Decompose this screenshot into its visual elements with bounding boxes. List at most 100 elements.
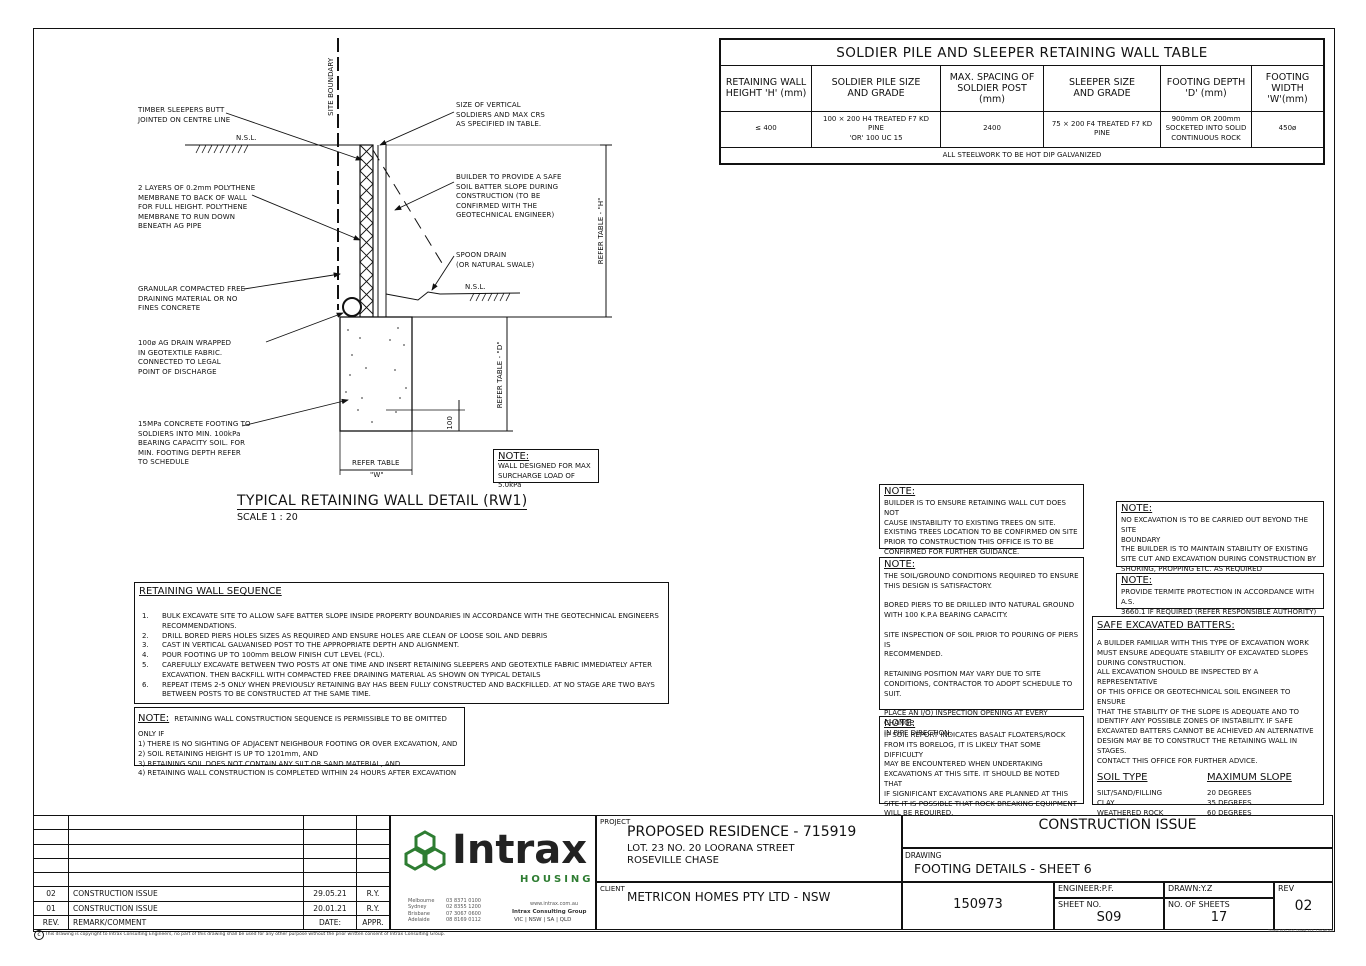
revision-remark: CONSTRUCTION ISSUE [68,900,304,916]
project-title: PROPOSED RESIDENCE - 715919 [627,824,857,840]
wall-table-header: FOOTING DEPTH 'D' (mm) [1160,65,1252,112]
date-head: DATE: [303,914,357,931]
granular-label: GRANULAR COMPACTED FREE DRAINING MATERIA… [138,285,246,313]
sequence-item: 2. DRILL BORED PIERS HOLES SIZES AS REQUI… [142,632,662,642]
nsl-left-label: N.S.L. [236,134,257,142]
revision-row: 02 CONSTRUCTION ISSUE 29.05.21 R.Y. [33,886,390,902]
intrax-logo-icon [404,830,446,871]
revision-number: 01 [33,900,69,916]
revision-date: 29.05.21 [303,886,357,902]
logo-sub: HOUSING [520,874,594,885]
office-phones: 03 8371 0100 02 8355 1200 07 3067 0600 0… [446,898,481,924]
website-link[interactable]: www.intrax.com.au [530,901,579,907]
sequence-text: CAREFULLY EXCAVATE BETWEEN TWO POSTS AT … [162,660,652,679]
revision-header-row: REV. REMARK/COMMENT DATE: APPR. [33,914,390,931]
sequence-item: 5. CAREFULLY EXCAVATE BETWEEN TWO POSTS A… [142,661,662,681]
note-excavation-head: NOTE: [1121,503,1153,514]
sequence-text: REPEAT ITEMS 2-5 ONLY WHEN PREVIOUSLY RE… [162,680,655,699]
wall-table-grid: SOLDIER PILE AND SLEEPER RETAINING WALL … [720,38,1324,165]
project-address: LOT. 23 NO. 20 LOORANA STREET ROSEVILLE … [627,843,795,866]
soil-type: SILT/SAND/FILLING [1097,789,1163,798]
sequence-number: 6. [142,680,149,689]
wall-table-cell: 900mm OR 200mm SOCKETED INTO SOLID CONTI… [1160,110,1252,148]
client-panel [596,882,902,930]
surcharge-note-head: NOTE: [498,451,530,462]
sequence-title: RETAINING WALL SEQUENCE [139,586,282,597]
wall-table-cell: 75 × 200 F4 TREATED F7 KD PINE [1043,110,1161,148]
sequence-item: 6. REPEAT ITEMS 2-5 ONLY WHEN PREVIOUSLY … [142,681,662,701]
rev-label: REV [1278,884,1295,893]
sequence-text: BULK EXCAVATE SITE TO ALLOW SAFE BATTER … [162,612,659,630]
note-soil: NOTE: THE SOIL/GROUND CONDITIONS REQUIRE… [879,557,1084,737]
project-panel [596,815,902,882]
note-termite-body: PROVIDE TERMITE PROTECTION IN ACCORDANCE… [1121,588,1317,616]
sequence-text: DRILL BORED PIERS HOLES SIZES AS REQUIRE… [162,631,548,640]
wall-table-footer: ALL STEELWORK TO BE HOT DIP GALVANIZED [720,146,1324,165]
nsheets-label: NO. OF SHEETS [1168,900,1230,909]
detail-scale: SCALE 1 : 20 [237,512,298,523]
remark-head: REMARK/COMMENT [68,914,304,931]
spoon-drain-label: SPOON DRAIN (OR NATURAL SWALE) [456,251,535,269]
sequence-box [134,582,669,704]
safe-batters: SAFE EXCAVATED BATTERS: A BUILDER FAMILI… [1092,616,1324,817]
safe-batters-head: SAFE EXCAVATED BATTERS: [1097,620,1235,631]
note-trees: NOTE: BUILDER IS TO ENSURE RETAINING WAL… [879,484,1084,556]
copyright-text: This drawing is copyright to Intrax Cons… [45,932,446,937]
sequence-number: 3. [142,641,149,650]
sequence-note-body: 1) THERE IS NO SIGHTING OF ADJACENT NEIG… [138,740,458,778]
size-vertical-label: SIZE OF VERTICAL SOLDIERS AND MAX CRS AS… [456,101,545,129]
note-termite-head: NOTE: [1121,575,1153,586]
soil-type-head: SOIL TYPE [1097,772,1148,784]
polythene-label: 2 LAYERS OF 0.2mm POLYTHENE MEMBRANE TO … [138,184,256,231]
revision-row: 01 CONSTRUCTION ISSUE 20.01.21 R.Y. [33,900,390,916]
sequence-number: 5. [142,660,149,669]
wall-table-cell: 100 × 200 H4 TREATED F7 KD PINE 'OR' 100… [811,110,941,148]
soil-type: CLAY [1097,799,1115,808]
site-boundary-label: SITE BOUNDARY [327,57,336,116]
logo-panel [390,815,596,930]
project-label: PROJECT [600,818,631,826]
sequence-item: 3.CAST IN VERTICAL GALVANISED POST TO TH… [142,641,662,651]
timber-sleepers-label: TIMBER SLEEPERS BUTT JOINTED ON CENTRE L… [138,106,231,124]
engineer-cell [1054,882,1164,898]
soil-slope-table: SOIL TYPE SILT/SAND/FILLING CLAY WEATHER… [1097,772,1319,818]
dim-100-label: 100 [446,415,455,430]
note-soil-body: THE SOIL/GROUND CONDITIONS REQUIRED TO E… [884,572,1079,737]
ag-drain-label: 100ø AG DRAIN WRAPPED IN GEOTEXTILE FABR… [138,339,232,376]
wall-table-header: MAX. SPACING OF SOLDIER POST (mm) [940,65,1044,112]
job-number: 150973 [953,897,1003,912]
max-slope: 60 DEGREES [1207,808,1252,817]
issue-status: CONSTRUCTION ISSUE [1038,817,1197,833]
sequence-note: NOTE: RETAINING WALL CONSTRUCTION SEQUEN… [134,707,465,777]
note-rock-head: NOTE: [884,718,916,729]
surcharge-note: NOTE: WALL DESIGNED FOR MAX SURCHARGE LO… [493,449,599,489]
builder-batter-label: BUILDER TO PROVIDE A SAFE SOIL BATTER SL… [456,173,562,220]
wall-table-header: SLEEPER SIZE AND GRADE [1043,65,1161,112]
sheet-cell [1054,898,1164,930]
wall-table-header: FOOTING WIDTH 'W'(mm) [1251,65,1324,112]
drawing-label: DRAWING [905,851,942,860]
rev-cell [1274,882,1333,930]
max-slope: 35 DEGREES [1207,799,1252,808]
surcharge-note-body: WALL DESIGNED FOR MAX SURCHARGE LOAD OF … [498,462,591,490]
note-soil-head: NOTE: [884,559,916,570]
sequence-text: POUR FOOTING UP TO 100mm BELOW FINISH CU… [162,651,385,660]
drawing-panel [902,848,1333,882]
revision-appr: R.Y. [356,900,390,916]
refer-table-d-label: REFER TABLE - "D" [496,341,505,409]
sequence-number: 2. [142,631,149,640]
note-trees-body: BUILDER IS TO ENSURE RETAINING WALL CUT … [884,499,1078,556]
wall-table-header: SOLDIER PILE SIZE AND GRADE [811,65,941,112]
note-rock: NOTE: IF SOIL REPORT INDICATES BASALT FL… [879,716,1084,817]
engineer: ENGINEER:P.F. [1058,884,1114,893]
note-trees-head: NOTE: [884,486,916,497]
refer-table-w-label: REFER TABLE [352,459,400,467]
group-name: Intrax Consulting Group [512,909,587,915]
drawn-by: DRAWN:Y.Z [1168,884,1213,893]
nsheets-value: 17 [1210,910,1228,925]
refer-table-h-label: REFER TABLE - "H" [597,197,606,265]
sequence-note-head: NOTE: [138,713,170,724]
revision-date: 20.01.21 [303,900,357,916]
sequence-number: 1. [142,612,149,620]
drawn-cell [1164,882,1274,898]
